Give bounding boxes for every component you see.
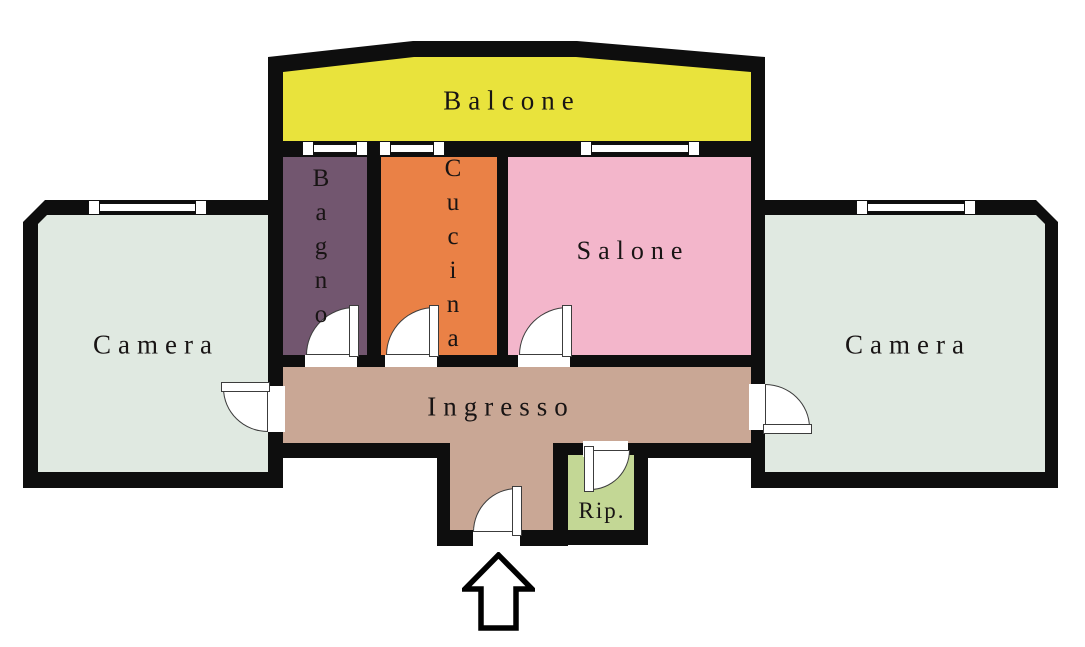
label-bagno: Bagno bbox=[307, 165, 335, 335]
window-camera-left bbox=[88, 200, 207, 215]
room-camera-left bbox=[38, 215, 268, 472]
window-cap bbox=[356, 141, 368, 156]
label-ingresso: Ingresso bbox=[427, 391, 575, 422]
door-leaf-cucina bbox=[429, 305, 439, 357]
window-cap bbox=[856, 200, 868, 215]
window-cap bbox=[688, 141, 700, 156]
window-cap bbox=[964, 200, 976, 215]
room-balcone bbox=[283, 57, 751, 141]
window-cap bbox=[580, 141, 592, 156]
label-camera-left: Camera bbox=[93, 329, 219, 360]
window-glass bbox=[314, 144, 356, 153]
door-opening-bagno bbox=[305, 355, 357, 367]
window-cap bbox=[88, 200, 100, 215]
door-opening-cucina bbox=[385, 355, 437, 367]
entrance-arrow-icon bbox=[458, 551, 539, 631]
door-leaf-entrance bbox=[512, 486, 522, 536]
door-opening-camera-left bbox=[266, 386, 285, 432]
label-camera-right: Camera bbox=[845, 329, 971, 360]
window-cap bbox=[195, 200, 207, 215]
label-ripostiglio: Rip. bbox=[578, 498, 626, 523]
window-glass bbox=[592, 144, 688, 153]
room-ingresso-corridor bbox=[283, 367, 751, 443]
door-leaf-ripostiglio bbox=[584, 446, 594, 492]
window-glass bbox=[868, 203, 964, 212]
window-glass bbox=[391, 144, 433, 153]
window-salone bbox=[580, 141, 700, 156]
door-opening-camera-right bbox=[749, 384, 767, 430]
window-cap bbox=[379, 141, 391, 156]
window-glass bbox=[100, 203, 195, 212]
window-cap bbox=[433, 141, 445, 156]
label-cucina: Cucina bbox=[439, 155, 467, 359]
label-balcone: Balcone bbox=[443, 85, 581, 116]
door-opening-entrance bbox=[473, 528, 520, 547]
door-leaf-bagno bbox=[349, 305, 359, 357]
window-bagno bbox=[302, 141, 368, 156]
window-cucina bbox=[379, 141, 445, 156]
door-leaf-camera-left bbox=[221, 382, 270, 392]
door-leaf-salone bbox=[562, 305, 572, 357]
window-cap bbox=[302, 141, 314, 156]
label-salone: Salone bbox=[576, 236, 690, 265]
door-leaf-camera-right bbox=[763, 424, 812, 434]
window-camera-right bbox=[856, 200, 976, 215]
door-opening-salone bbox=[518, 355, 570, 367]
